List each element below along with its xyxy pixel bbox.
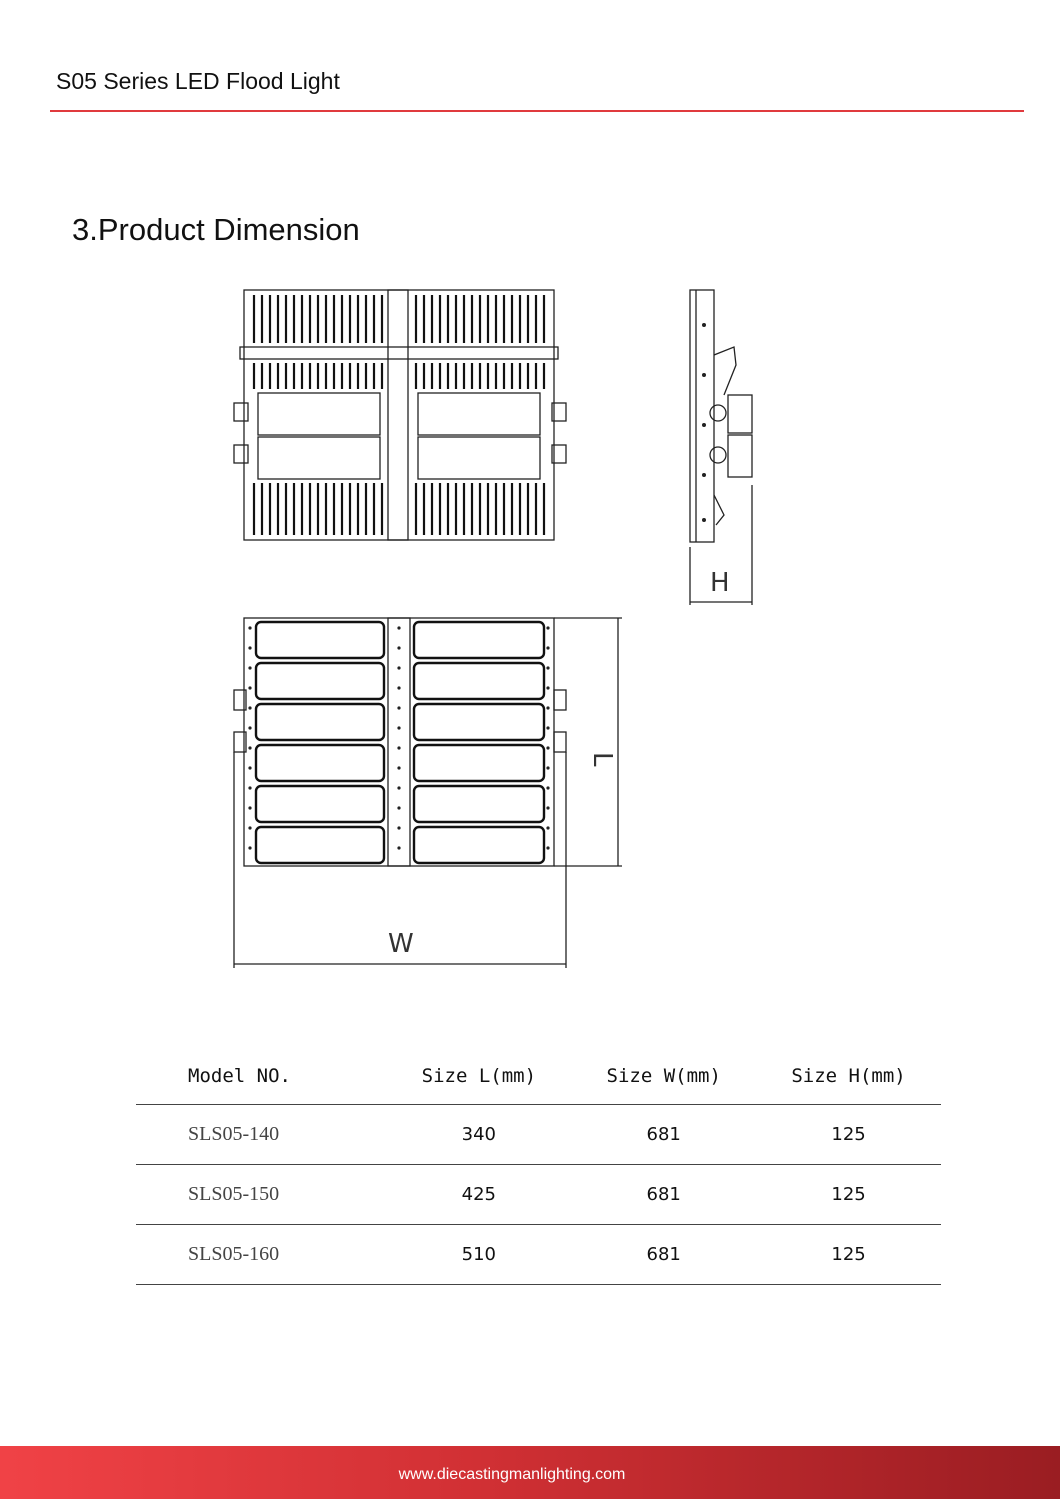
lens-module bbox=[254, 784, 386, 824]
mounting-hole bbox=[397, 806, 401, 810]
mounting-hole bbox=[397, 646, 401, 650]
table-row: SLS05-160 510 681 125 bbox=[136, 1224, 941, 1285]
mounting-hole bbox=[546, 746, 550, 750]
mounting-hole bbox=[397, 746, 401, 750]
mounting-hole bbox=[397, 786, 401, 790]
mounting-hole bbox=[248, 846, 252, 850]
mounting-hole bbox=[248, 646, 252, 650]
size-w-cell: 681 bbox=[571, 1164, 757, 1225]
size-h-cell: 125 bbox=[756, 1224, 941, 1285]
section-title: 3.Product Dimension bbox=[72, 212, 360, 247]
mounting-hole bbox=[397, 686, 401, 690]
col-size-h-header: Size H(mm) bbox=[756, 1048, 941, 1105]
mounting-hole bbox=[546, 786, 550, 790]
size-l-cell: 425 bbox=[386, 1164, 572, 1225]
mounting-hole bbox=[397, 826, 401, 830]
lens-module bbox=[412, 702, 546, 742]
table-row: SLS05-140 340 681 125 bbox=[136, 1104, 941, 1165]
size-l-cell: 340 bbox=[386, 1104, 572, 1165]
mounting-hole bbox=[546, 726, 550, 730]
mounting-hole bbox=[248, 746, 252, 750]
mounting-hole bbox=[546, 626, 550, 630]
size-l-cell: 510 bbox=[386, 1224, 572, 1285]
mounting-hole bbox=[546, 686, 550, 690]
mounting-hole bbox=[397, 626, 401, 630]
mounting-hole bbox=[248, 786, 252, 790]
lens-module bbox=[254, 702, 386, 742]
mounting-hole bbox=[546, 766, 550, 770]
footer-url[interactable]: www.diecastingmanlighting.com bbox=[398, 1466, 626, 1483]
mounting-hole bbox=[546, 826, 550, 830]
dimension-table: Model NO. Size L(mm) Size W(mm) Size H(m… bbox=[136, 1048, 941, 1285]
model-cell: SLS05-140 bbox=[136, 1104, 387, 1165]
mounting-hole bbox=[397, 846, 401, 850]
size-w-cell: 681 bbox=[571, 1104, 757, 1165]
mounting-hole bbox=[248, 666, 252, 670]
mounting-hole bbox=[397, 766, 401, 770]
mounting-hole bbox=[248, 806, 252, 810]
header-divider bbox=[50, 110, 1024, 112]
mounting-hole bbox=[248, 706, 252, 710]
front-view-drawing: L W bbox=[233, 617, 622, 968]
footer-bar bbox=[0, 1446, 1060, 1499]
lens-module bbox=[412, 784, 546, 824]
mounting-hole bbox=[546, 646, 550, 650]
side-view-drawing: H bbox=[689, 289, 753, 605]
lens-module bbox=[254, 825, 386, 865]
size-h-cell: 125 bbox=[756, 1104, 941, 1165]
mounting-hole bbox=[546, 706, 550, 710]
lens-module bbox=[412, 620, 546, 660]
lens-module bbox=[412, 825, 546, 865]
model-cell: SLS05-160 bbox=[136, 1224, 387, 1285]
col-size-l-header: Size L(mm) bbox=[386, 1048, 572, 1105]
lens-module bbox=[412, 743, 546, 783]
col-size-w-header: Size W(mm) bbox=[571, 1048, 757, 1105]
label-h: H bbox=[710, 568, 730, 598]
mounting-hole bbox=[248, 826, 252, 830]
table-row: SLS05-150 425 681 125 bbox=[136, 1164, 941, 1225]
size-w-cell: 681 bbox=[571, 1224, 757, 1285]
mounting-hole bbox=[546, 846, 550, 850]
mounting-hole bbox=[397, 726, 401, 730]
back-view-drawing bbox=[233, 289, 567, 541]
mounting-hole bbox=[546, 806, 550, 810]
mounting-hole bbox=[248, 766, 252, 770]
mounting-hole bbox=[248, 686, 252, 690]
model-cell: SLS05-150 bbox=[136, 1164, 387, 1225]
label-w: W bbox=[388, 929, 414, 959]
col-model-header: Model NO. bbox=[136, 1048, 387, 1105]
label-l: L bbox=[587, 752, 617, 767]
table-header-row: Model NO. Size L(mm) Size W(mm) Size H(m… bbox=[136, 1048, 941, 1105]
mounting-hole bbox=[397, 706, 401, 710]
lens-module bbox=[254, 661, 386, 701]
lens-module bbox=[254, 743, 386, 783]
header-title: S05 Series LED Flood Light bbox=[56, 68, 340, 94]
lens-module bbox=[412, 661, 546, 701]
mounting-hole bbox=[248, 626, 252, 630]
lens-module bbox=[254, 620, 386, 660]
mounting-hole bbox=[546, 666, 550, 670]
mounting-hole bbox=[397, 666, 401, 670]
mounting-hole bbox=[248, 726, 252, 730]
size-h-cell: 125 bbox=[756, 1164, 941, 1225]
